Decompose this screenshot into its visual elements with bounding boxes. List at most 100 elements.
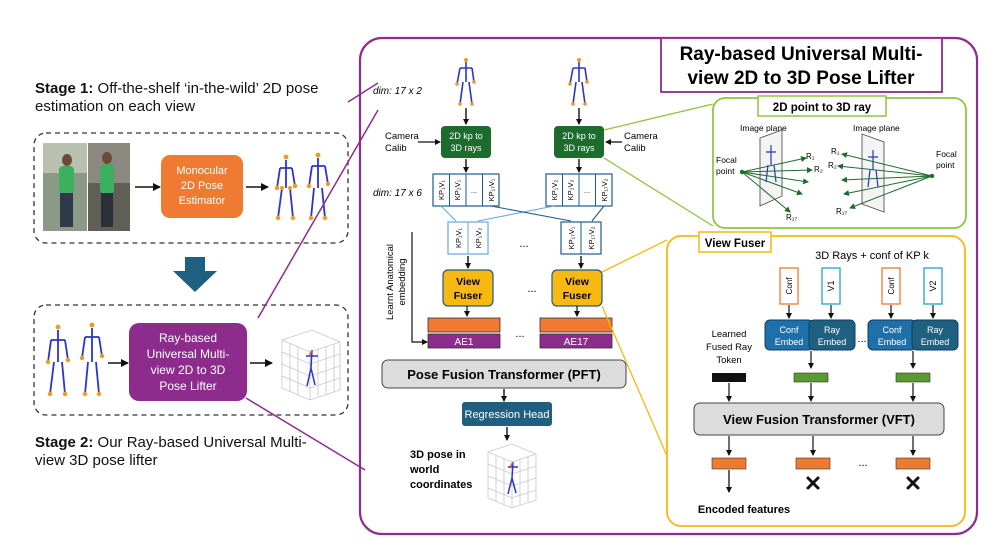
learned-token-text-3: Token <box>716 355 741 366</box>
ae1-label: AE1 <box>455 337 474 348</box>
ellipsis-pairs: ... <box>519 238 528 250</box>
vft-box <box>693 402 945 436</box>
output-text-1: 3D pose in <box>410 449 466 461</box>
view-fuser-1-text-2: Fuser <box>454 290 483 302</box>
skeleton-2d-stage2 <box>47 328 103 395</box>
output-text-3: coordinates <box>410 479 472 491</box>
v1-input-text: V1 <box>826 280 836 291</box>
encoded-features-label: Encoded features <box>698 504 790 516</box>
fused-feature-17 <box>539 317 613 333</box>
ray-embed-2-text-1: Ray <box>927 325 944 335</box>
conf-input-2-text: Conf <box>887 277 896 295</box>
kp-cell-v2-2: KP₂V₂ <box>566 180 575 201</box>
fuser-panel-title-box <box>698 231 772 253</box>
output-text-2: world <box>409 464 439 476</box>
kp-to-rays-box-2 <box>554 126 604 158</box>
ray-panel-title: 2D point to 3D ray <box>773 102 872 114</box>
fuser-connector-top <box>601 239 668 273</box>
main-title-2: view 2D to 3D Pose Lifter <box>687 68 915 89</box>
pair1-cell-1: KP₁V₁ <box>454 228 463 249</box>
camera-calib-1-text-1: Camera <box>385 131 420 142</box>
ae17-box <box>539 333 613 349</box>
pair-cells-kp17 <box>560 221 602 255</box>
ray-embed-1-text-2: Embed <box>818 337 847 347</box>
learned-token <box>712 373 746 382</box>
conf-embed-2-text-2: Embed <box>878 337 907 347</box>
lifter-text-4: Pose Lifter <box>159 379 216 393</box>
conf-input-2 <box>881 267 901 305</box>
kp-cell-v2-4: KP₁₇V₂ <box>600 178 609 201</box>
kp-cell-v2-1: KP₁V₂ <box>550 180 559 201</box>
estimator-text-1: Monocular <box>176 165 228 177</box>
dim-2d-label: dim: 17 x 2 <box>373 86 422 97</box>
pft-label: Pose Fusion Transformer (PFT) <box>407 367 601 382</box>
stage1-label: Stage 1: <box>35 80 94 97</box>
image-plane-label-1: Image plane <box>740 123 787 133</box>
kp-to-rays-2-text-2: 3D rays <box>563 143 595 153</box>
ae1-box <box>427 333 501 349</box>
conf-input-1-text: Conf <box>785 277 794 295</box>
kp-cell-v2-3: ... <box>584 186 590 195</box>
focal-point-2-text-2: point <box>936 160 955 170</box>
skeleton-2d-stage1 <box>276 158 329 219</box>
stage2-connector-bottom <box>245 397 366 471</box>
dim-6d-label: dim: 17 x 6 <box>373 188 422 199</box>
regression-head-box <box>462 402 552 426</box>
kp-cell-v1-3: ... <box>471 186 477 195</box>
image-plane-1 <box>759 129 783 207</box>
pair17-cell-1: KP₁₇V₁ <box>567 226 576 249</box>
fuser-panel-title: View Fuser <box>705 238 766 250</box>
focal-point-1-text-1: Focal <box>716 155 737 165</box>
stage1-caption: Stage 1: Off-the-shelf ‘in-the-wild’ 2D … <box>35 80 335 116</box>
estimator-text-3: Estimator <box>179 195 226 207</box>
camera-calib-1-text-2: Calib <box>385 143 407 154</box>
lifter-box <box>129 323 247 401</box>
view-fuser-1 <box>442 269 494 307</box>
v2-input-text: V2 <box>928 280 938 291</box>
lifter-text-3: view 2D to 3D <box>151 363 226 377</box>
encoded-token-2 <box>795 457 831 470</box>
kp-cell-v1-2: KP₂V₁ <box>453 179 462 200</box>
ellipsis-ae: ... <box>515 328 524 340</box>
vft-label: View Fusion Transformer (VFT) <box>723 412 915 427</box>
ray-embed-1 <box>808 319 856 351</box>
kp-cells-view2 <box>545 173 613 207</box>
kp-to-rays-2-text-1: 2D kp to <box>562 131 596 141</box>
estimator-text-2: 2D Pose <box>181 180 223 192</box>
routing-lines <box>440 205 605 222</box>
fuser-connector-bottom <box>601 305 668 457</box>
ray-connector-top <box>603 103 714 131</box>
ray-r2-label-2: R₂ <box>828 161 837 170</box>
cube-3d-stage2 <box>281 329 341 401</box>
kp-cells-view1 <box>432 173 500 207</box>
kp-cell-v1-1: KP₁V₁ <box>437 180 446 201</box>
input-skeleton-v1 <box>456 62 475 105</box>
learned-token-text-2: Fused Ray <box>706 342 752 353</box>
stage1-box <box>33 132 349 244</box>
lifter-text-1: Ray-based <box>159 331 217 345</box>
encoded-token-1 <box>711 457 747 470</box>
kp-to-rays-box-1 <box>441 126 491 158</box>
ray-panel-title-box <box>757 95 887 117</box>
kp-cell-labels: KP₁V₁ KP₂V₁ ... KP₁₇V₁ KP₁V₂ KP₂V₂ ... K… <box>437 178 609 201</box>
stage2-connector-top <box>257 109 379 319</box>
regression-head-label: Regression Head <box>465 409 550 421</box>
input-skeleton-v2 <box>569 62 588 105</box>
view-fuser-1-text-1: View <box>456 276 481 288</box>
ray-embed-2-text-2: Embed <box>921 337 950 347</box>
rays <box>741 152 933 213</box>
learned-token-text-1: Learned <box>712 329 747 340</box>
ray-r1-label-2: R₁ <box>831 147 840 156</box>
title-box <box>660 37 943 93</box>
view-fuser-17-text-2: Fuser <box>563 290 592 302</box>
embed-token-1 <box>793 372 829 383</box>
ray-r17-label: R₁₇ <box>786 213 797 222</box>
stage2-label: Stage 2: <box>35 434 94 451</box>
ellipsis-encoded: ... <box>858 457 867 469</box>
stage2-box <box>33 304 349 416</box>
v1-input <box>821 267 841 305</box>
pair17-cell-2: KP₁₇V₂ <box>587 226 596 249</box>
focal-point-1-text-2: point <box>716 166 735 176</box>
image-plane-label-2: Image plane <box>853 123 900 133</box>
camera-calib-2-text-1: Camera <box>624 131 659 142</box>
